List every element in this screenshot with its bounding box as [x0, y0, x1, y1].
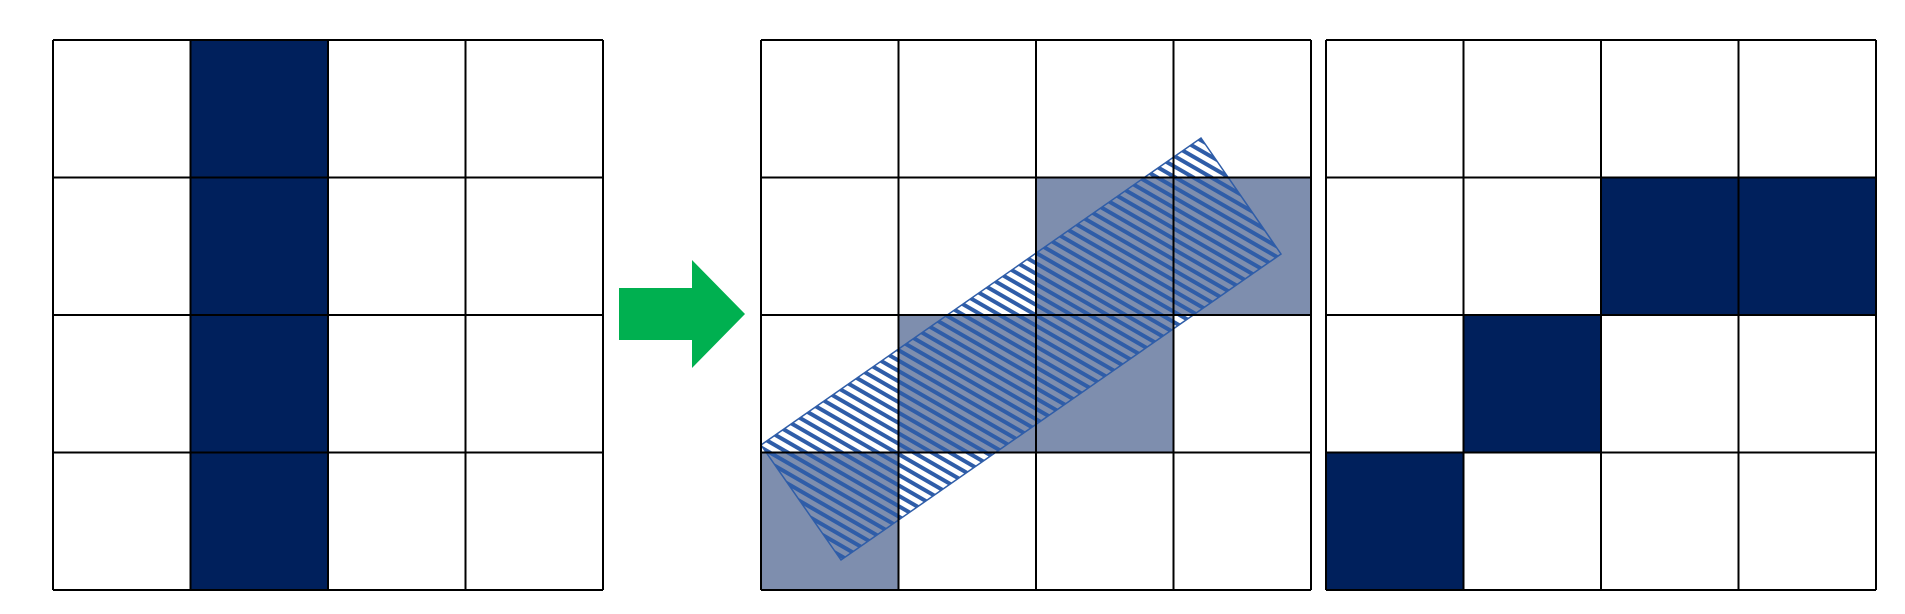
- grid-cell: [1036, 452, 1174, 590]
- grid-cell: [328, 40, 466, 178]
- grid-cell: [1738, 315, 1876, 453]
- grid-cell: [53, 452, 191, 590]
- filled-cell: [1326, 452, 1464, 590]
- filled-cell: [190, 315, 328, 453]
- filled-cell: [190, 452, 328, 590]
- grid-cell: [53, 315, 191, 453]
- filled-cell: [1738, 177, 1876, 315]
- grid-cell: [1326, 177, 1464, 315]
- grid-cell: [1173, 315, 1311, 453]
- filled-cell: [190, 40, 328, 178]
- filled-cell: [1601, 177, 1739, 315]
- grid-cell: [1601, 40, 1739, 178]
- grid-cell: [328, 315, 466, 453]
- grid-cell: [1463, 40, 1601, 178]
- grid-cell: [1463, 177, 1601, 315]
- grid-cell: [465, 452, 603, 590]
- grid-cell: [1738, 452, 1876, 590]
- right-arrow-icon: [619, 260, 745, 368]
- filled-cell: [1463, 315, 1601, 453]
- grid-cell: [1601, 452, 1739, 590]
- grid-cell: [465, 315, 603, 453]
- grid-cell: [761, 40, 899, 178]
- filled-cell: [190, 177, 328, 315]
- result-grid: [1325, 39, 1877, 591]
- panels-layer: [52, 39, 1877, 591]
- grid-cell: [53, 40, 191, 178]
- grid-cell: [761, 177, 899, 315]
- grid-cell: [1326, 315, 1464, 453]
- original-grid: [52, 39, 604, 591]
- grid-cell: [328, 452, 466, 590]
- grid-cell: [328, 177, 466, 315]
- grid-cell: [465, 40, 603, 178]
- rotated-overlay-grid: [759, 39, 1312, 591]
- grid-cell: [465, 177, 603, 315]
- arrow-layer: [619, 260, 745, 368]
- grid-cell: [1173, 452, 1311, 590]
- grid-cell: [1326, 40, 1464, 178]
- grid-cell: [1463, 452, 1601, 590]
- grid-cell: [1036, 40, 1174, 178]
- grid-cell: [898, 40, 1036, 178]
- grid-cell: [1601, 315, 1739, 453]
- grid-cell: [1738, 40, 1876, 178]
- grid-cell: [53, 177, 191, 315]
- rotated-bar: [759, 136, 1283, 562]
